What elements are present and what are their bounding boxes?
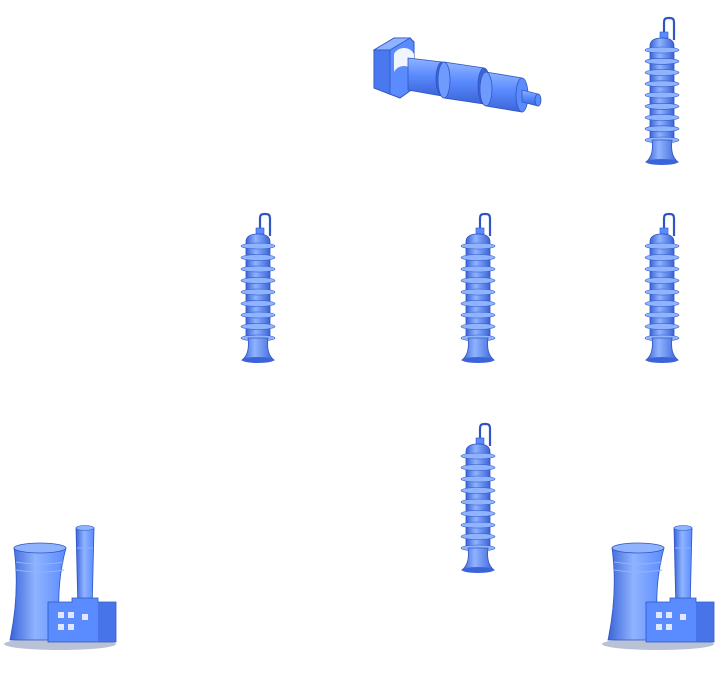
- insulator-icon[interactable]: [458, 212, 498, 364]
- generator-icon[interactable]: [372, 32, 544, 116]
- insulator-icon[interactable]: [458, 422, 498, 574]
- insulator-icon[interactable]: [642, 16, 682, 166]
- insulator-icon[interactable]: [238, 212, 278, 364]
- insulator-icon[interactable]: [642, 212, 682, 364]
- power-plant-icon[interactable]: [2, 522, 118, 652]
- power-plant-icon[interactable]: [600, 522, 718, 652]
